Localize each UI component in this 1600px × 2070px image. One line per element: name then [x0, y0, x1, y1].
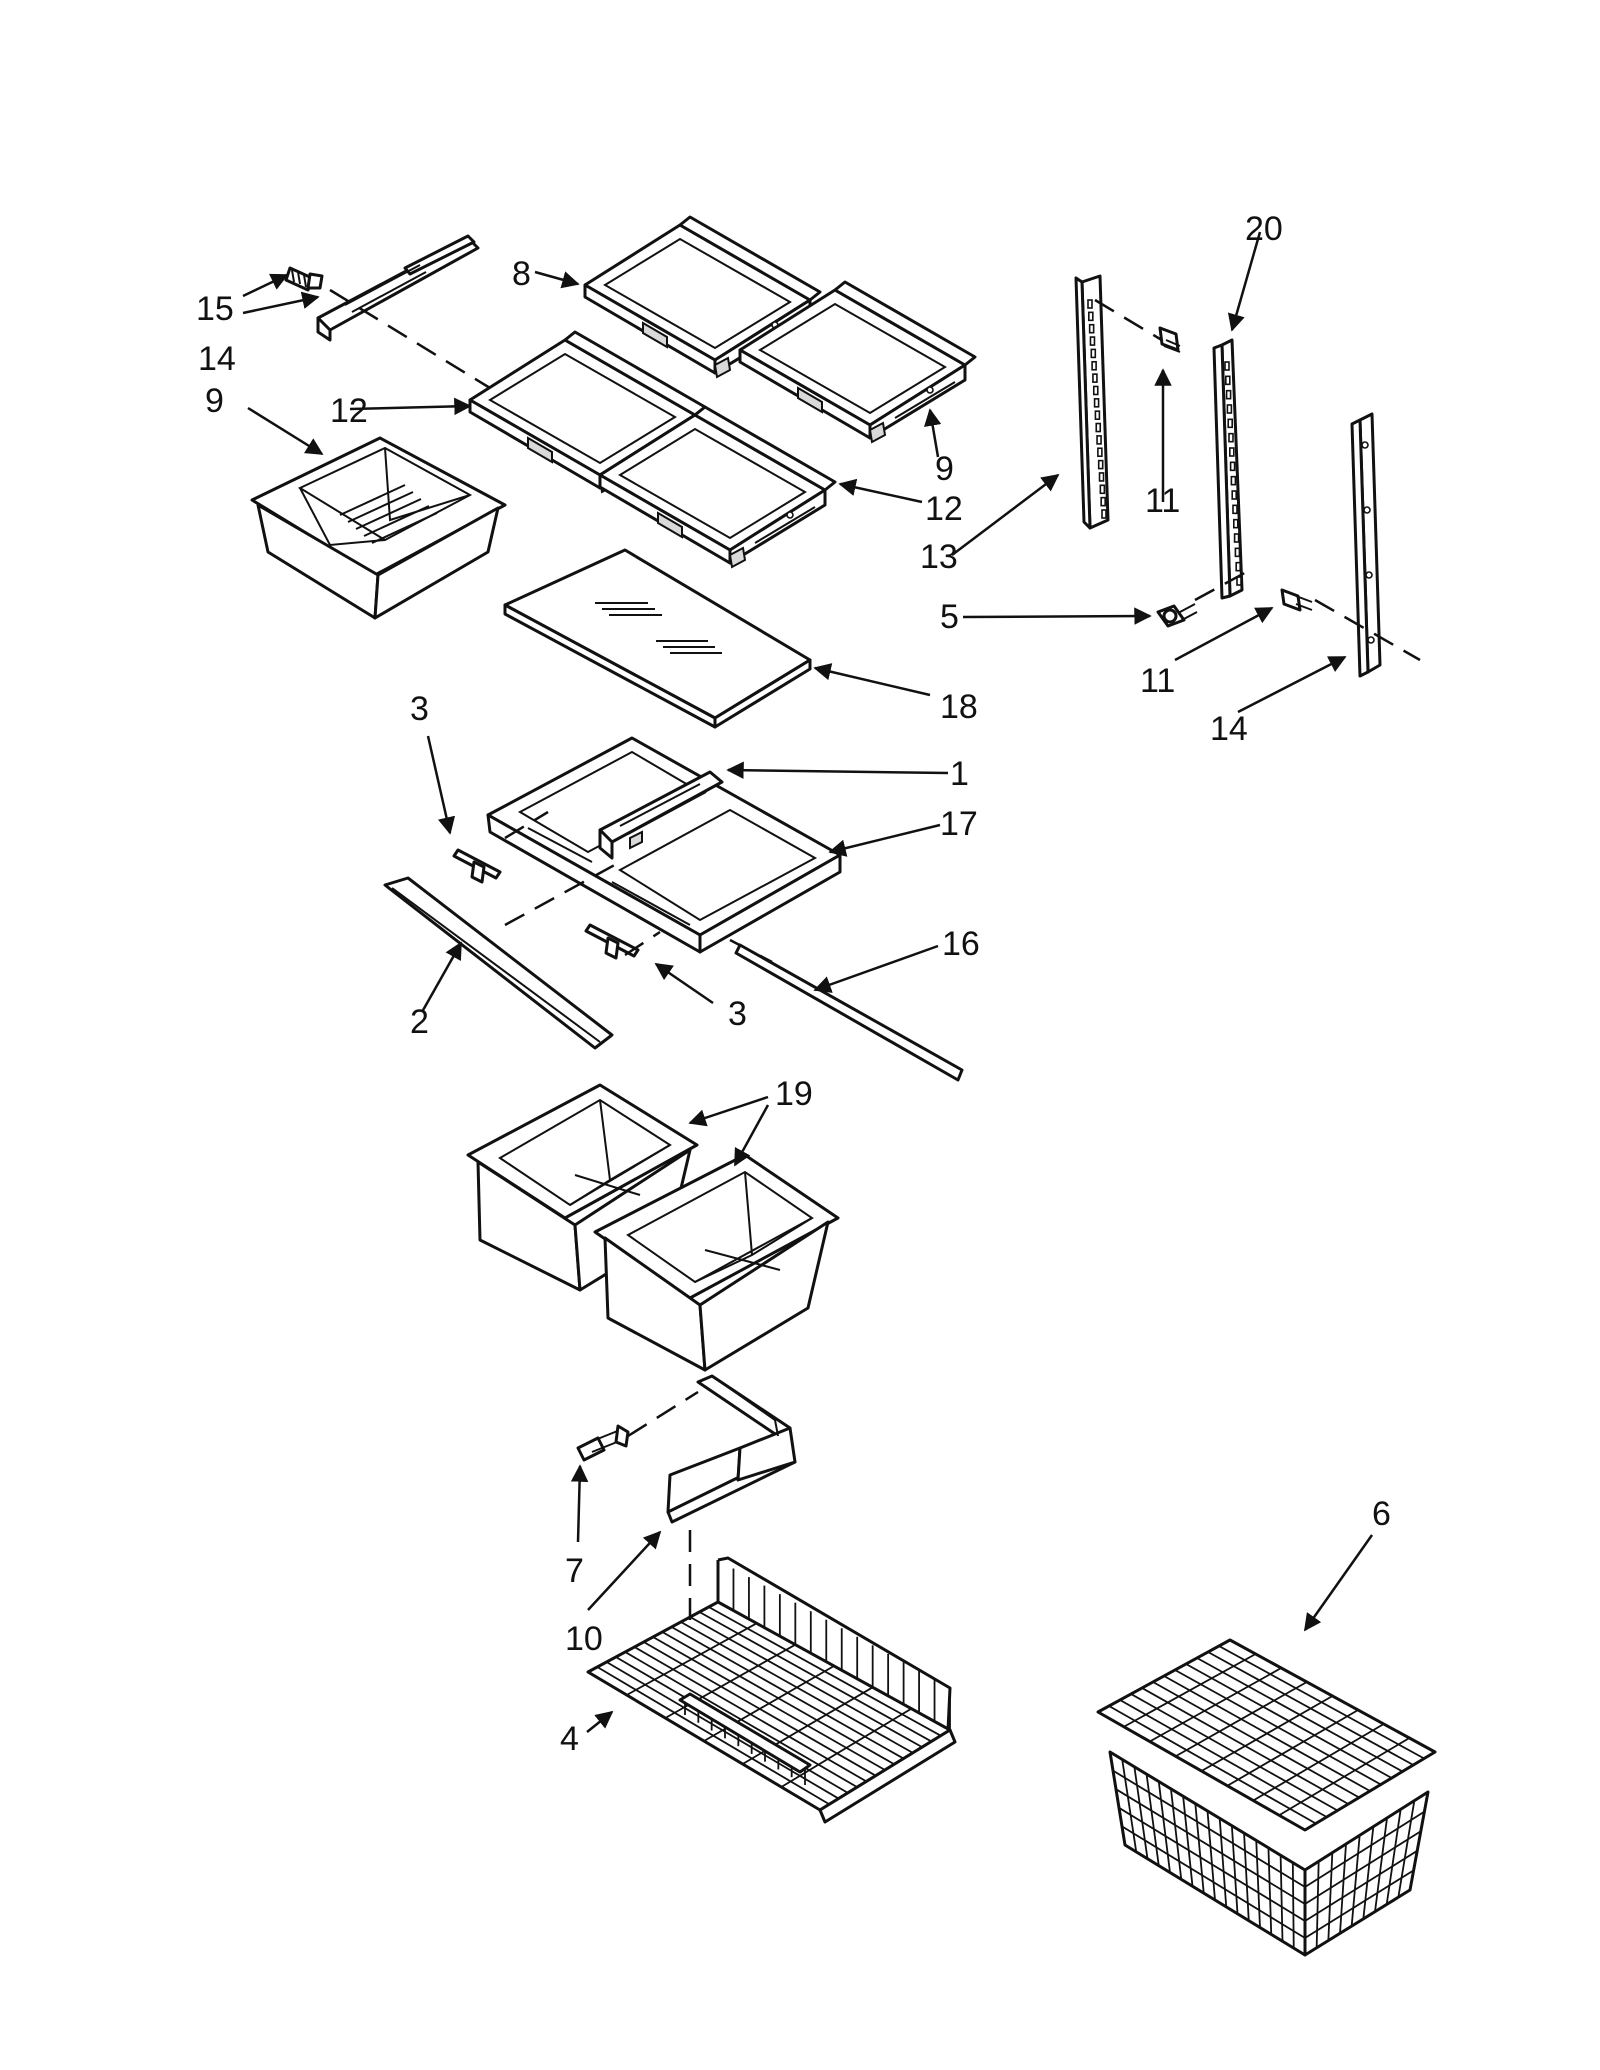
callout-14b: 14 — [1210, 710, 1248, 748]
screw-part-11b — [1280, 588, 1313, 612]
shelf-part-9b — [738, 280, 977, 444]
callout-18: 17 — [940, 805, 978, 843]
callout-9a: 8 — [512, 255, 531, 293]
callout-6: 7 — [565, 1552, 584, 1590]
leader-lines — [242, 231, 1374, 1733]
rail-part-14a — [1074, 274, 1110, 530]
callout-2: 2 — [410, 1003, 429, 1041]
callout-11a: 11 — [1145, 482, 1180, 520]
pan-part-16b — [593, 1153, 840, 1372]
wire-shelf-part-4 — [586, 1556, 957, 1824]
screw-part-7 — [1156, 603, 1198, 628]
callout-3a: 3 — [410, 690, 429, 728]
dash-line-clip-3b — [624, 930, 661, 957]
rail-part-1 — [598, 770, 724, 860]
rail-part-20 — [1212, 338, 1244, 600]
callout-16: 19 — [775, 1075, 813, 1113]
callout-labels: 15 14 9 12 8 9 12 20 11 13 5 11 14 18 3 … — [196, 210, 1391, 1758]
callout-14a: 13 — [920, 538, 958, 576]
callout-10: 9 — [205, 382, 224, 420]
callout-17: 16 — [942, 925, 980, 963]
callout-11b: 11 — [1140, 662, 1175, 700]
callout-15: 15 — [196, 290, 234, 328]
dash-line-6-8 — [627, 1390, 699, 1438]
clip-part-3b — [584, 923, 640, 960]
glass-shelf-part-19 — [503, 548, 812, 729]
shelf-part-12b — [598, 405, 837, 569]
callout-5: 6 — [1372, 1495, 1391, 1533]
callout-12b: 12 — [925, 490, 963, 528]
screw-part-6 — [576, 1424, 630, 1462]
dash-line-7 — [1194, 568, 1251, 602]
dash-line-11b — [1314, 598, 1421, 662]
bracket-part-8 — [666, 1374, 797, 1524]
shelves-group — [468, 215, 977, 569]
screw-part-15 — [284, 266, 324, 292]
callout-13: 14 — [198, 340, 236, 378]
dash-line-14a — [1094, 298, 1166, 344]
callout-7: 5 — [940, 598, 959, 636]
callout-4: 4 — [560, 1720, 579, 1758]
rail-part-13 — [316, 234, 480, 342]
dash-line-13-12 — [329, 288, 491, 390]
callout-9b: 9 — [935, 450, 954, 488]
deli-frame-part-18 — [486, 736, 842, 954]
crisper-drawer-part-10 — [250, 436, 507, 620]
callout-20: 20 — [1245, 210, 1283, 248]
strip-part-2 — [383, 876, 614, 1050]
dash-line-2 — [504, 860, 621, 927]
callout-12a: 12 — [330, 392, 368, 430]
callout-19: 18 — [940, 688, 978, 726]
dash-line-clip-3a — [504, 810, 549, 840]
callout-3b: 3 — [728, 995, 747, 1033]
callout-8: 10 — [565, 1620, 603, 1658]
rail-part-14b — [1350, 412, 1382, 678]
wire-basket-part-5 — [1096, 1638, 1437, 1957]
screw-part-11a — [1158, 326, 1181, 353]
shelf-part-9a — [583, 215, 822, 379]
callout-1: 1 — [950, 755, 969, 793]
strip-part-17 — [734, 943, 964, 1082]
clip-part-3a — [452, 848, 502, 884]
